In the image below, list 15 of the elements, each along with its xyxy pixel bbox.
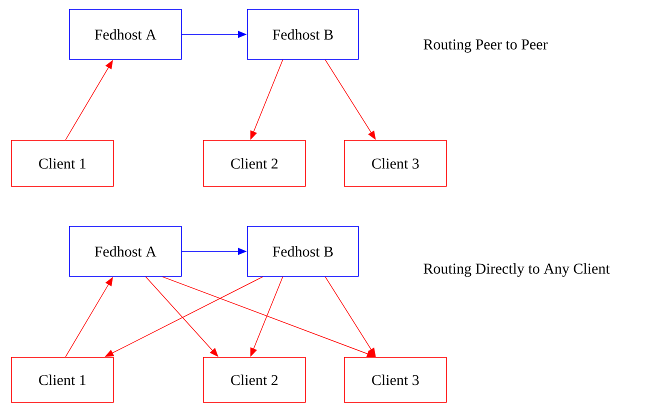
routing-label: Routing Peer to Peer <box>424 39 548 53</box>
client-box: Client 3 <box>344 357 447 403</box>
routing-label: Routing Directly to Any Client <box>424 263 610 277</box>
client-box: Client 3 <box>344 140 447 187</box>
client-box: Client 1 <box>11 357 114 403</box>
arrow <box>324 276 376 357</box>
client-box: Client 2 <box>203 357 306 403</box>
server-box: Fedhost B <box>247 9 359 60</box>
client-box: Client 2 <box>203 140 306 187</box>
arrow <box>145 276 218 357</box>
server-box: Fedhost B <box>247 226 359 277</box>
arrow <box>324 59 376 140</box>
server-box: Fedhost A <box>69 226 182 277</box>
client-box: Client 1 <box>11 140 114 187</box>
server-box: Fedhost A <box>69 9 182 60</box>
